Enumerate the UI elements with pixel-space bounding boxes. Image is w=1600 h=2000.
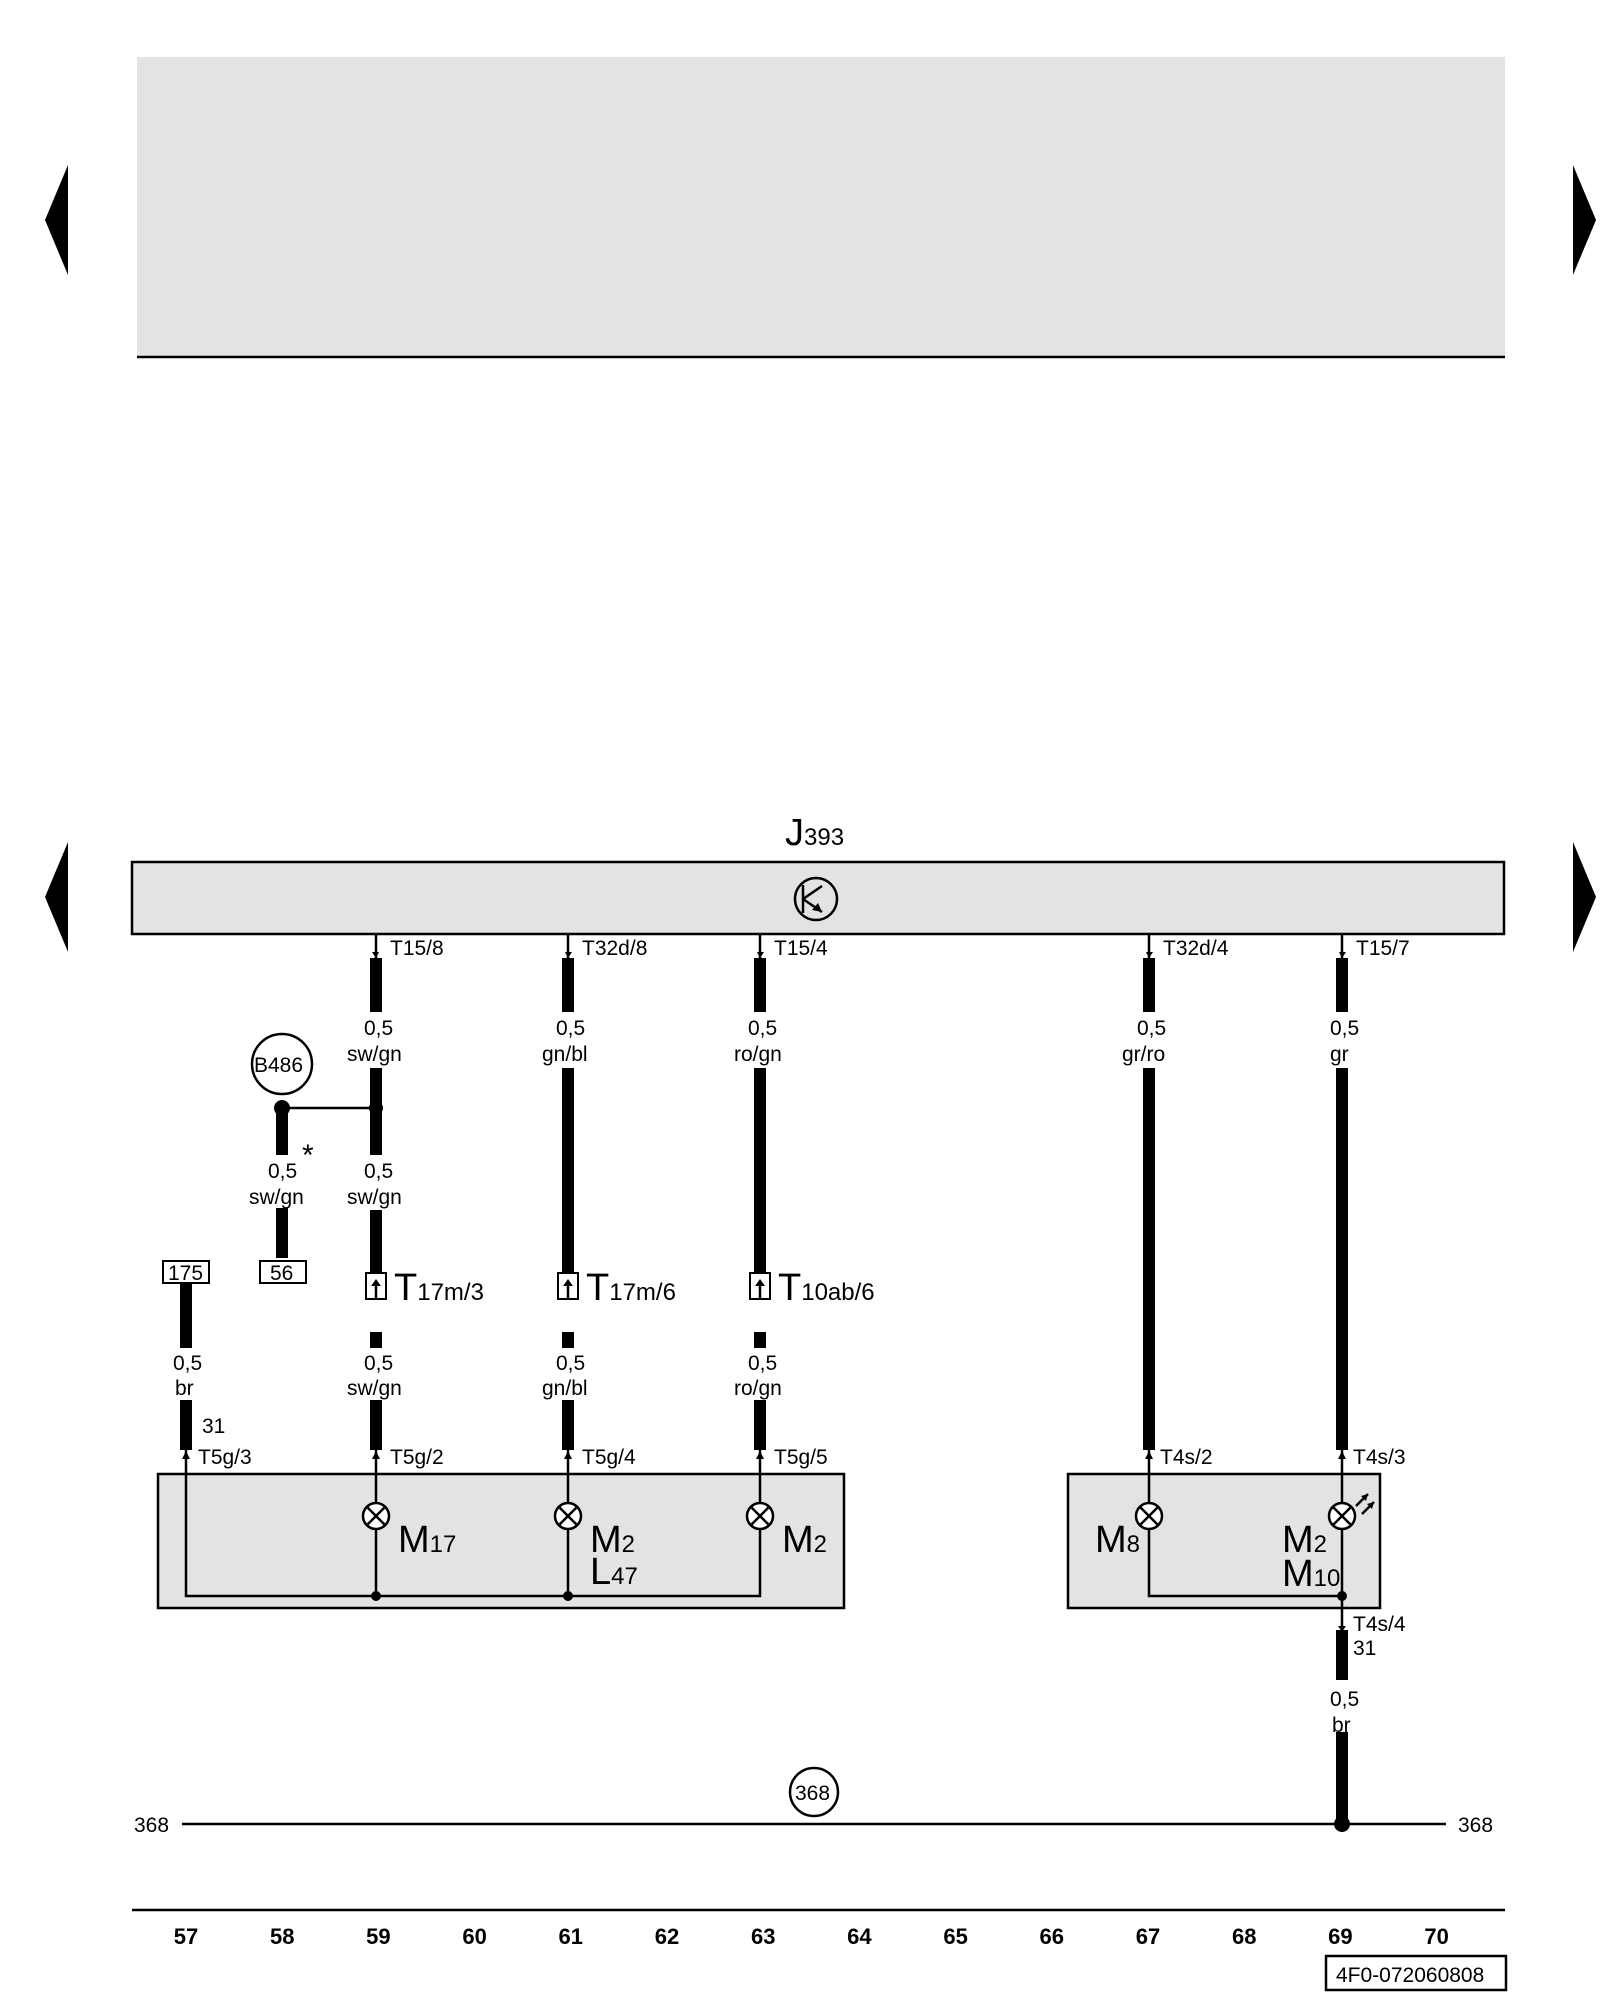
wire-color-57: br xyxy=(175,1377,194,1400)
wire-size-61c: 0,5 xyxy=(556,1352,585,1375)
control-unit-label: J393 xyxy=(785,812,844,854)
pin-t5g-2: T5g/2 xyxy=(390,1446,444,1469)
lamp-housing-right xyxy=(1066,1472,1382,1610)
wire-color-58: sw/gn xyxy=(249,1186,304,1209)
svg-text:368: 368 xyxy=(795,1782,830,1805)
doc-code: 4F0-072060808 xyxy=(1336,1964,1484,1987)
column-number-70: 70 xyxy=(1424,1924,1448,1949)
wire-size-63a: 0,5 xyxy=(748,1017,777,1040)
wire-color-69a: gr xyxy=(1330,1043,1349,1066)
ground-bus-splice xyxy=(1334,1816,1350,1832)
splice-b486 xyxy=(274,1100,290,1116)
wire-color-63c: ro/gn xyxy=(734,1377,782,1400)
component-m10: M10 xyxy=(1282,1553,1340,1595)
light-emission-icon xyxy=(1355,1493,1375,1515)
column-number-69: 69 xyxy=(1328,1924,1352,1949)
svg-text:56: 56 xyxy=(270,1262,293,1285)
wire-color-67: gr/ro xyxy=(1122,1043,1165,1066)
column-number-62: 62 xyxy=(655,1924,679,1949)
component-m2-69: M2 xyxy=(1282,1519,1327,1561)
terminal-31-a: 31 xyxy=(202,1415,225,1438)
pin-t15-7: T15/7 xyxy=(1356,937,1410,960)
pin-t15-8: T15/8 xyxy=(390,937,444,960)
pin-t4s-2: T4s/2 xyxy=(1160,1446,1213,1469)
prev-page-arrow-mid[interactable] xyxy=(45,842,68,952)
terminal-175 xyxy=(162,1260,210,1284)
pin-t4s-3: T4s/3 xyxy=(1353,1446,1406,1469)
wire-size-59b: 0,5 xyxy=(364,1160,393,1183)
pin-t32d-4: T32d/4 xyxy=(1163,937,1229,960)
svg-text:B486: B486 xyxy=(254,1054,303,1077)
bulb-icon-61 xyxy=(553,1501,583,1531)
bus-label-left: 368 xyxy=(134,1814,169,1837)
wire-size-61a: 0,5 xyxy=(556,1017,585,1040)
column-number-58: 58 xyxy=(270,1924,294,1949)
connector-t17m-6: T17m/6 xyxy=(586,1267,676,1309)
column-number-57: 57 xyxy=(174,1924,198,1949)
wire-size-58: 0,5 xyxy=(268,1160,297,1183)
bus-label-right: 368 xyxy=(1458,1814,1493,1837)
electronic-unit-icon xyxy=(793,876,839,922)
terminal-31-b: 31 xyxy=(1353,1637,1376,1660)
pin-t4s-4: T4s/4 xyxy=(1353,1613,1406,1636)
component-m8: M8 xyxy=(1095,1519,1140,1561)
star-note: * xyxy=(302,1139,314,1172)
column-number-68: 68 xyxy=(1232,1924,1256,1949)
thick-wires xyxy=(180,958,1348,1822)
wire-color-61a: gn/bl xyxy=(542,1043,588,1066)
column-number-60: 60 xyxy=(462,1924,486,1949)
terminal-56 xyxy=(259,1260,307,1284)
column-number-64: 64 xyxy=(847,1924,872,1949)
ground-point-368 xyxy=(788,1766,840,1818)
column-number-67: 67 xyxy=(1136,1924,1160,1949)
column-number-63: 63 xyxy=(751,1924,775,1949)
connector-t10ab-6: T10ab/6 xyxy=(778,1267,875,1309)
component-m17: M17 xyxy=(398,1519,456,1561)
connector-t17m-3: T17m/3 xyxy=(394,1267,484,1309)
pin-t5g-4: T5g/4 xyxy=(582,1446,636,1469)
ground-point-b486 xyxy=(250,1032,314,1096)
lamp-housing-left xyxy=(156,1472,846,1610)
bulb-icon-69 xyxy=(1327,1501,1357,1531)
bulb-icon-63 xyxy=(745,1501,775,1531)
wire-size-59a: 0,5 xyxy=(364,1017,393,1040)
wire-color-59a: sw/gn xyxy=(347,1043,402,1066)
pin-t32d-8: T32d/8 xyxy=(582,937,647,960)
next-page-arrow-top[interactable] xyxy=(1573,165,1596,275)
doc-code-box xyxy=(1324,1954,1508,1992)
wire-size-57: 0,5 xyxy=(173,1352,202,1375)
component-m2-61: M2 xyxy=(590,1519,635,1561)
pin-t5g-3: T5g/3 xyxy=(198,1446,252,1469)
wire-color-59b: sw/gn xyxy=(347,1186,402,1209)
wire-color-59c: sw/gn xyxy=(347,1377,402,1400)
wire-color-61c: gn/bl xyxy=(542,1377,588,1400)
component-m2-63: M2 xyxy=(782,1519,827,1561)
wire-size-69b: 0,5 xyxy=(1330,1688,1359,1711)
column-numbers: 57 58 59 60 61 62 63 64 65 66 67 68 69 70 xyxy=(174,1924,1449,1949)
column-number-61: 61 xyxy=(559,1924,583,1949)
wire-size-67: 0,5 xyxy=(1137,1017,1166,1040)
bulb-icon-59 xyxy=(361,1501,391,1531)
column-number-59: 59 xyxy=(366,1924,390,1949)
bulb-icon-67 xyxy=(1134,1501,1164,1531)
wire-size-69a: 0,5 xyxy=(1330,1017,1359,1040)
next-page-arrow-mid[interactable] xyxy=(1573,842,1596,952)
column-number-66: 66 xyxy=(1040,1924,1064,1949)
wire-color-69b: br xyxy=(1332,1714,1351,1737)
prev-page-arrow-top[interactable] xyxy=(45,165,68,275)
svg-text:175: 175 xyxy=(168,1262,203,1285)
component-l47: L47 xyxy=(590,1551,638,1593)
column-number-65: 65 xyxy=(943,1924,967,1949)
pin-t5g-5: T5g/5 xyxy=(774,1446,828,1469)
header-panel xyxy=(137,57,1505,357)
wire-color-63a: ro/gn xyxy=(734,1043,782,1066)
connector-icons xyxy=(365,1272,771,1300)
wire-size-63c: 0,5 xyxy=(748,1352,777,1375)
control-unit-box xyxy=(130,860,1506,936)
wire-size-59c: 0,5 xyxy=(364,1352,393,1375)
pin-t15-4: T15/4 xyxy=(774,937,828,960)
splice-59 xyxy=(369,1101,383,1115)
